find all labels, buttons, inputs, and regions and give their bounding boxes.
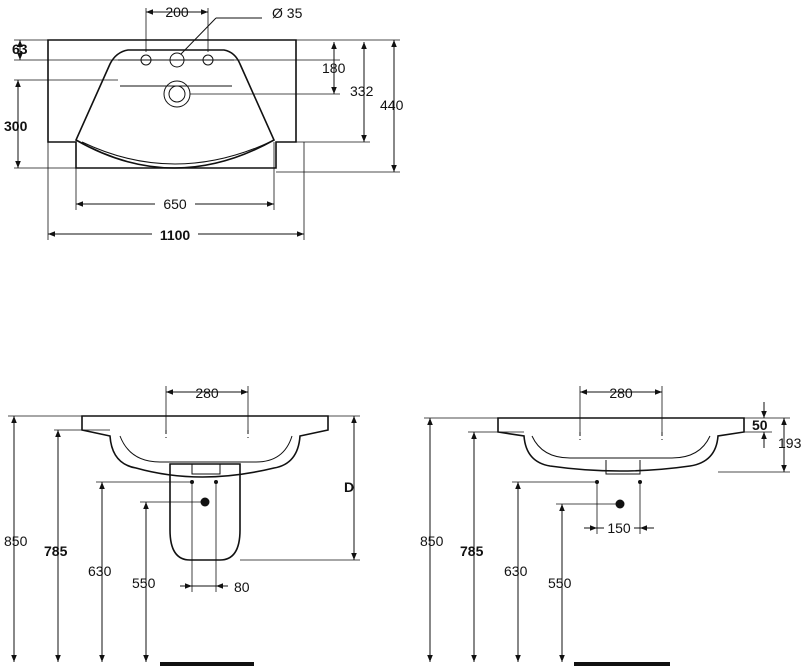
- dim-overflow-height-pedestal: 785: [44, 543, 68, 559]
- basin-top-outline: [47, 39, 297, 169]
- bowl-inner-line: [118, 59, 234, 87]
- bowl-inner: [119, 435, 293, 463]
- basin-wallhung-outline: [497, 417, 745, 472]
- dim-waste-offset-wallhung: 150: [607, 520, 631, 536]
- dim-supply-height-pedestal: 630: [88, 563, 112, 579]
- elevation-wall-hung: 280 50 193 850 785 630 550: [420, 385, 802, 666]
- dim-bowl-depth: 300: [4, 118, 28, 134]
- dim-supply-height-wallhung: 630: [504, 563, 528, 579]
- tap-hole-center: [169, 52, 185, 68]
- dim-waste-offset-pedestal: 80: [234, 579, 250, 595]
- dim-overall-depth: 440: [380, 97, 404, 113]
- dim-waste-height-wallhung: 550: [548, 575, 572, 591]
- dim-tap-spacing-top: 200: [165, 4, 189, 20]
- pedestal-waste-trap: [191, 464, 221, 475]
- dim-overflow-height-wallhung: 785: [460, 543, 484, 559]
- top-view: 200 Ø 35 63 300 180 332 440 65: [4, 4, 404, 243]
- dim-rim-depth: 63: [12, 41, 28, 57]
- dim-overall-width: 1100: [160, 227, 191, 243]
- dim-bowl-width: 650: [163, 196, 187, 212]
- dim-rim-thickness: 50: [752, 417, 768, 433]
- dim-front-to-waste: 332: [350, 83, 374, 99]
- waste-outlet-outer: [163, 80, 191, 108]
- dim-waste-height-pedestal: 550: [132, 575, 156, 591]
- dim-rim-height-wallhung: 850: [420, 533, 444, 549]
- bowl-inner-wallhung: [531, 435, 711, 459]
- pedestal: [169, 463, 241, 561]
- elevation-pedestal: 280 D 850 785 630 550 80: [4, 385, 360, 666]
- waste-outlet-wallhung: [605, 460, 641, 475]
- dim-variable-height: D: [344, 479, 354, 495]
- bowl-inner-curve: [81, 141, 271, 165]
- basin-elevation-outline: [81, 415, 329, 478]
- waste-outlet-inner: [168, 85, 186, 103]
- dim-tap-spacing-wallhung: 280: [609, 385, 633, 401]
- dim-rim-height-pedestal: 850: [4, 533, 28, 549]
- dim-tap-to-waste: 180: [322, 60, 346, 76]
- dim-bowl-height: 193: [778, 435, 802, 451]
- bowl-outline: [74, 49, 276, 169]
- dim-hole-diameter: Ø 35: [272, 5, 303, 21]
- dim-tap-spacing-pedestal: 280: [195, 385, 219, 401]
